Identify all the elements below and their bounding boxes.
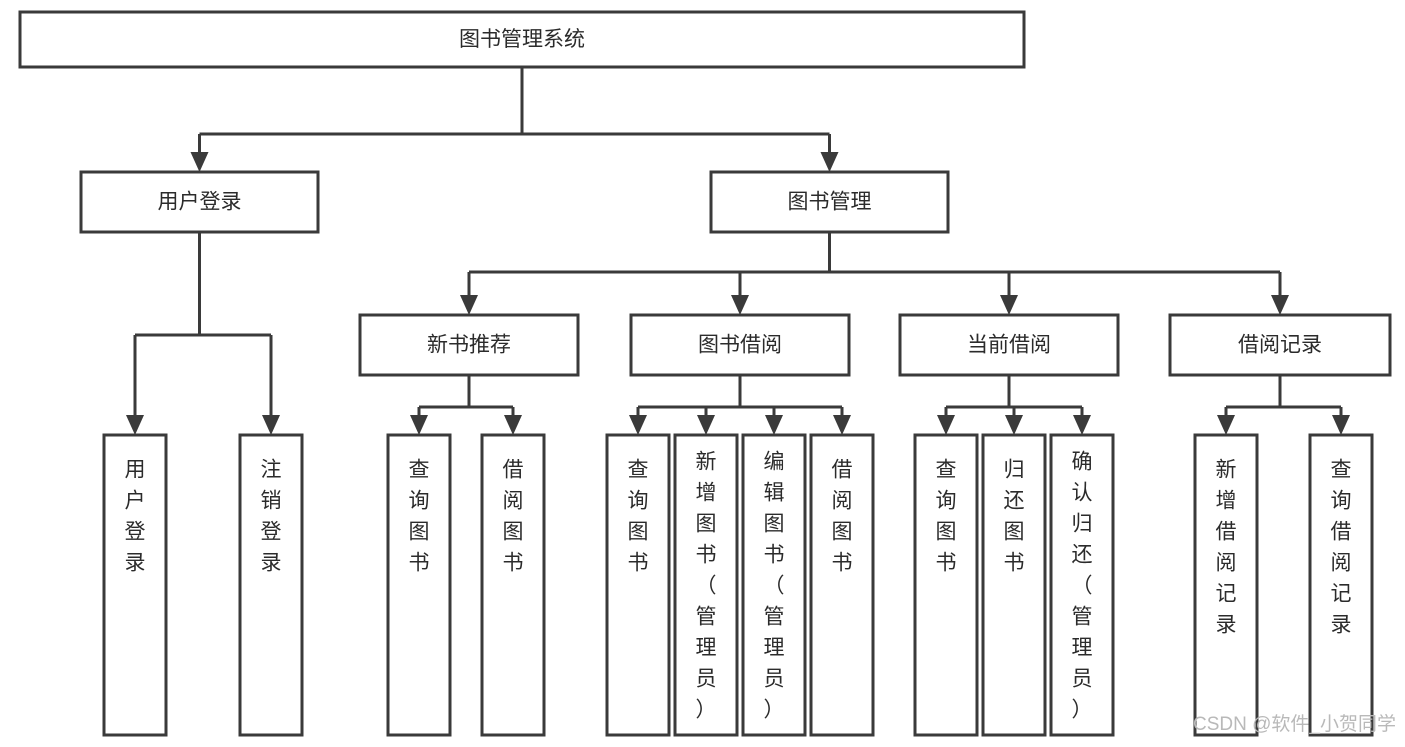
node-label-book-manage: 图书管理 — [788, 191, 872, 214]
node-box-user-login — [79, 170, 320, 234]
node-label-current-borrow: 当前借阅 — [967, 334, 1051, 357]
node-label-bb-edit-book: 编辑图书（管理员） — [764, 451, 785, 722]
node-book-manage[interactable]: 图书管理 — [709, 170, 950, 234]
node-bb-query-book[interactable]: 查询图书 — [605, 433, 671, 737]
node-bb-borrow-book[interactable]: 借阅图书 — [809, 433, 875, 737]
node-label-nbr-query-book: 查询图书 — [409, 459, 430, 575]
link-book-borrow-to-bb-borrow-book-arrowhead — [833, 415, 851, 435]
node-label-book-borrow: 图书借阅 — [698, 334, 782, 357]
node-label-br-add-record: 新增借阅记录 — [1216, 459, 1237, 637]
node-label-new-book-recommend: 新书推荐 — [427, 334, 511, 357]
node-box-bb-borrow-book — [809, 433, 875, 737]
node-label-user-logout: 注销登录 — [261, 459, 282, 575]
node-box-bb-add-book — [673, 433, 739, 737]
link-book-borrow-to-bb-add-book-arrowhead — [697, 415, 715, 435]
node-user-login-do[interactable]: 用户登录 — [102, 433, 168, 737]
node-borrow-record[interactable]: 借阅记录 — [1168, 313, 1392, 377]
node-bb-add-book[interactable]: 新增图书（管理员） — [673, 433, 739, 737]
link-user-login-to-user-login-do-arrowhead — [126, 415, 144, 435]
node-label-cb-confirm-return: 确认归还（管理员） — [1072, 451, 1093, 722]
link-book-borrow-to-bb-edit-book-arrowhead — [765, 415, 783, 435]
link-new-book-recommend-to-nbr-query-book-arrowhead — [410, 415, 428, 435]
node-box-root — [18, 10, 1026, 69]
link-book-manage-to-current-borrow-arrowhead — [1000, 295, 1018, 315]
link-borrow-record-to-br-query-record-arrowhead — [1332, 415, 1350, 435]
node-cb-query-book[interactable]: 查询图书 — [913, 433, 979, 737]
node-box-br-query-record — [1308, 433, 1374, 737]
node-label-cb-query-book: 查询图书 — [936, 459, 957, 575]
node-box-cb-return-book — [981, 433, 1047, 737]
node-box-nbr-query-book — [386, 433, 452, 737]
link-current-borrow-to-cb-confirm-return-arrowhead — [1073, 415, 1091, 435]
node-label-nbr-borrow-book: 借阅图书 — [503, 459, 524, 575]
node-br-add-record[interactable]: 新增借阅记录 — [1193, 433, 1259, 737]
link-new-book-recommend-to-nbr-borrow-book-arrowhead — [504, 415, 522, 435]
node-box-user-logout — [238, 433, 304, 737]
node-label-bb-add-book: 新增图书（管理员） — [696, 451, 717, 722]
node-box-nbr-borrow-book — [480, 433, 546, 737]
node-root[interactable]: 图书管理系统 — [18, 10, 1026, 69]
node-box-br-add-record — [1193, 433, 1259, 737]
node-box-borrow-record — [1168, 313, 1392, 377]
node-label-root: 图书管理系统 — [459, 28, 585, 51]
node-cb-confirm-return[interactable]: 确认归还（管理员） — [1049, 433, 1115, 737]
node-br-query-record[interactable]: 查询借阅记录 — [1308, 433, 1374, 737]
link-user-login-to-user-logout-arrowhead — [262, 415, 280, 435]
node-new-book-recommend[interactable]: 新书推荐 — [358, 313, 580, 377]
node-user-logout[interactable]: 注销登录 — [238, 433, 304, 737]
node-box-cb-query-book — [913, 433, 979, 737]
node-box-bb-edit-book — [741, 433, 807, 737]
link-root-to-book-manage-arrowhead — [820, 152, 839, 172]
link-root-to-user-login-arrowhead — [190, 152, 209, 172]
link-borrow-record-to-br-add-record-arrowhead — [1217, 415, 1235, 435]
connector-layer — [126, 67, 1350, 435]
node-label-cb-return-book: 归还图书 — [1004, 459, 1025, 575]
node-bb-edit-book[interactable]: 编辑图书（管理员） — [741, 433, 807, 737]
node-label-borrow-record: 借阅记录 — [1238, 334, 1322, 357]
link-book-borrow-to-bb-query-book-arrowhead — [629, 415, 647, 435]
link-book-manage-to-book-borrow-arrowhead — [731, 295, 749, 315]
node-box-bb-query-book — [605, 433, 671, 737]
link-current-borrow-to-cb-query-book-arrowhead — [937, 415, 955, 435]
node-box-user-login-do — [102, 433, 168, 737]
node-layer: 图书管理系统用户登录用户登录注销登录图书管理新书推荐查询图书借阅图书图书借阅查询… — [18, 10, 1392, 737]
node-box-current-borrow — [898, 313, 1120, 377]
node-box-book-borrow — [629, 313, 851, 377]
node-box-book-manage — [709, 170, 950, 234]
node-box-cb-confirm-return — [1049, 433, 1115, 737]
node-box-new-book-recommend — [358, 313, 580, 377]
node-nbr-query-book[interactable]: 查询图书 — [386, 433, 452, 737]
link-book-manage-to-new-book-recommend-arrowhead — [460, 295, 478, 315]
link-book-manage-to-borrow-record-arrowhead — [1271, 295, 1289, 315]
node-label-bb-query-book: 查询图书 — [628, 459, 649, 575]
node-current-borrow[interactable]: 当前借阅 — [898, 313, 1120, 377]
node-book-borrow[interactable]: 图书借阅 — [629, 313, 851, 377]
node-label-bb-borrow-book: 借阅图书 — [832, 459, 853, 575]
link-current-borrow-to-cb-return-book-arrowhead — [1005, 415, 1023, 435]
node-label-br-query-record: 查询借阅记录 — [1331, 459, 1352, 637]
node-cb-return-book[interactable]: 归还图书 — [981, 433, 1047, 737]
node-user-login[interactable]: 用户登录 — [79, 170, 320, 234]
watermark-label: CSDN @软件_小贺同学 — [1193, 713, 1396, 735]
node-label-user-login: 用户登录 — [158, 191, 242, 214]
node-nbr-borrow-book[interactable]: 借阅图书 — [480, 433, 546, 737]
node-label-user-login-do: 用户登录 — [125, 459, 146, 575]
